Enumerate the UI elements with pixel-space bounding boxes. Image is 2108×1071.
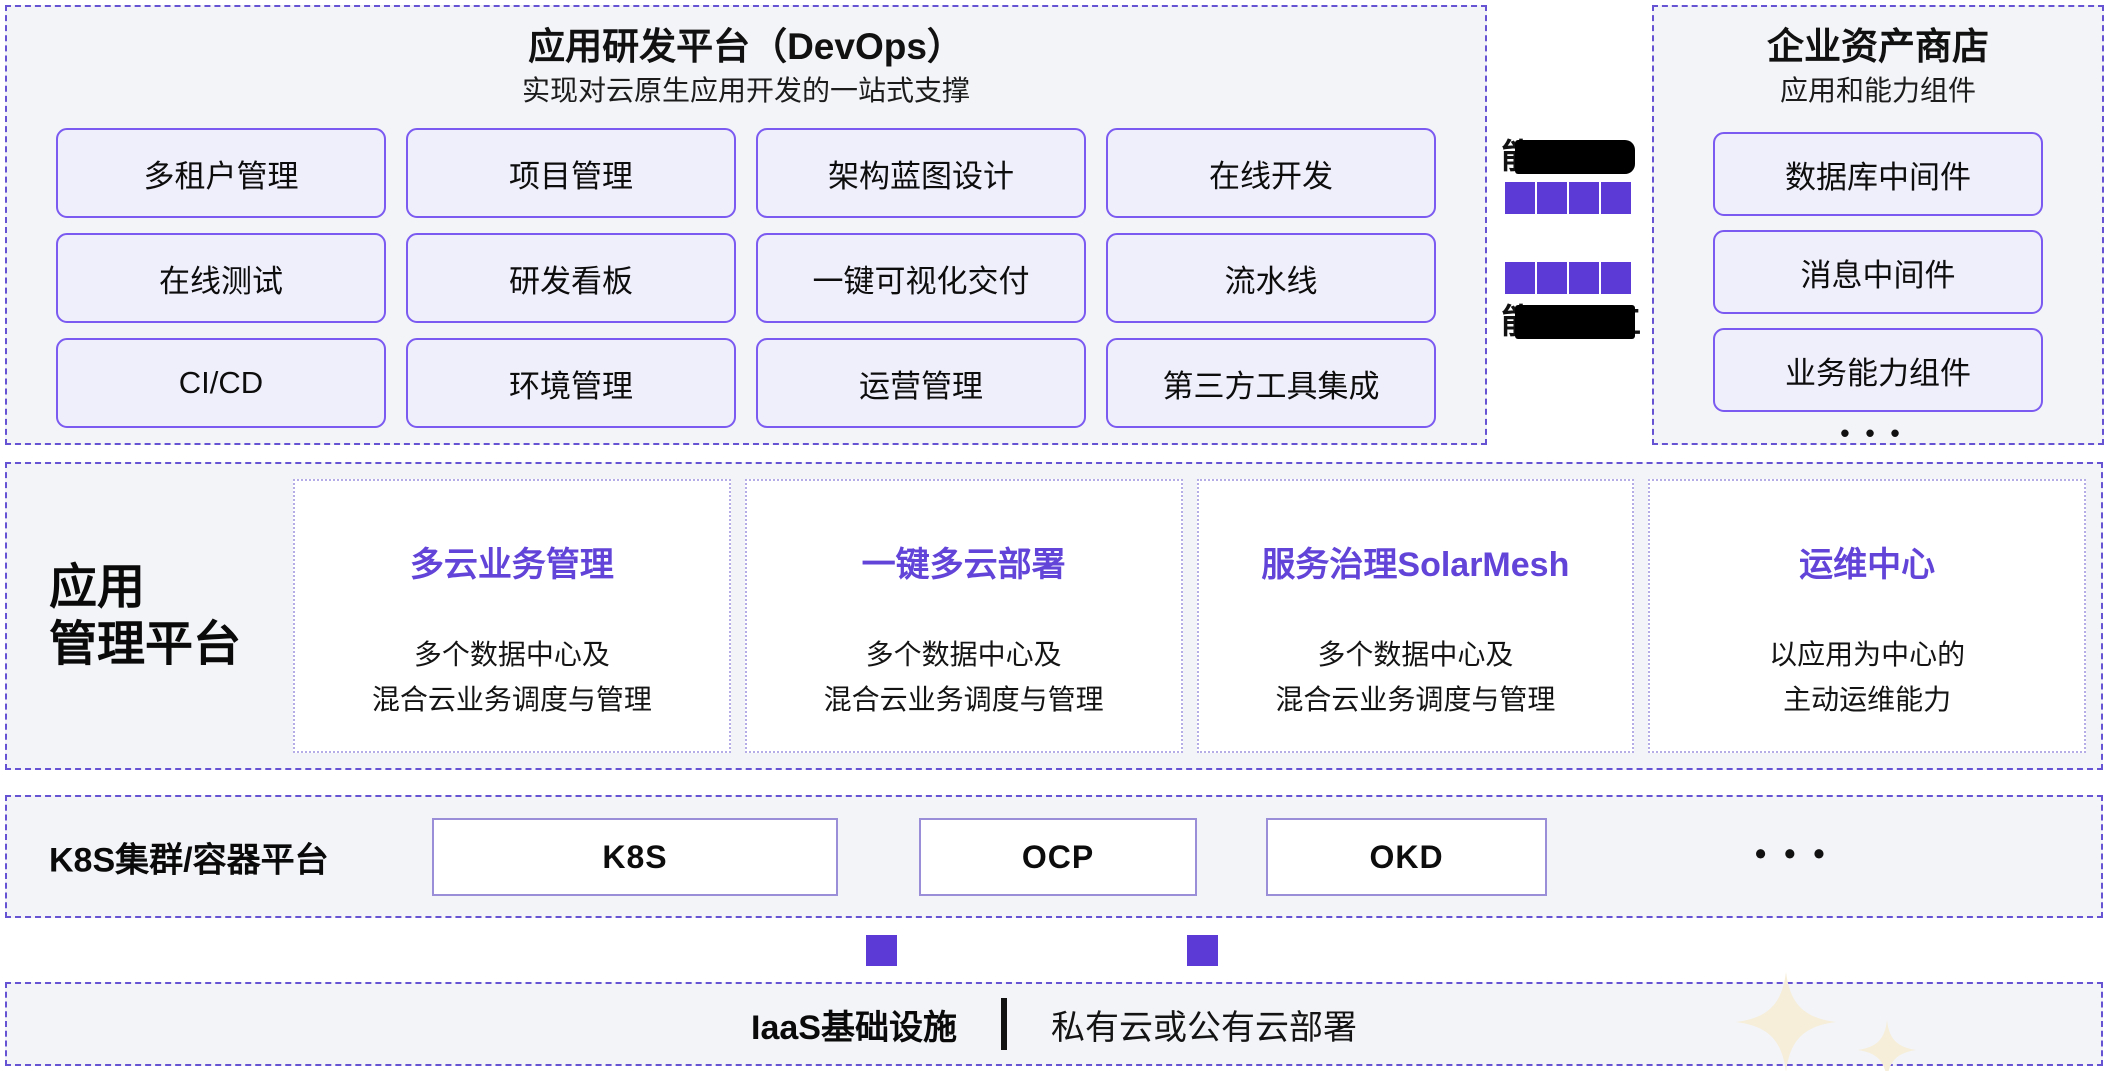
connector-square [1505,182,1535,214]
redaction-bar [1515,140,1635,174]
devops-module-grid: 多租户管理 项目管理 架构蓝图设计 在线开发 在线测试 研发看板 一键可视化交付… [56,128,1436,428]
card-description: 多个数据中心及 混合云业务调度与管理 [824,632,1104,722]
connector-square-row-top [1505,182,1631,214]
module-chip-visual-delivery: 一键可视化交付 [756,233,1086,323]
redaction-bar [1515,305,1635,339]
connector-square [1187,935,1218,966]
connector-square-row-bottom [1505,262,1631,294]
app-mgmt-label-line2: 管理平台 [49,618,242,671]
card-service-governance-solarmesh: 服务治理SolarMesh 多个数据中心及 混合云业务调度与管理 [1196,479,1635,753]
card-desc-line1: 以应用为中心的 [1769,639,1966,670]
connector-square [1537,262,1567,294]
app-mgmt-cards: 多云业务管理 多个数据中心及 混合云业务调度与管理 一键多云部署 多个数据中心及… [293,479,2086,753]
card-title: 一键多云部署 [861,546,1066,584]
card-desc-line1: 多个数据中心及 [1317,639,1514,670]
redacted-label-top: 能 [1501,139,1635,175]
module-chip-dev-kanban: 研发看板 [406,233,736,323]
card-desc-line1: 多个数据中心及 [413,639,610,670]
k8s-band-ellipsis: ••• [1755,835,1843,872]
asset-item-database-middleware: 数据库中间件 [1713,132,2043,216]
module-chip-env-mgmt: 环境管理 [406,338,736,428]
card-desc-line2: 混合云业务调度与管理 [371,684,652,715]
card-description: 多个数据中心及 混合云业务调度与管理 [372,632,652,722]
asset-item-message-middleware: 消息中间件 [1713,230,2043,314]
okd-box: OKD [1266,818,1547,896]
card-title: 服务治理SolarMesh [1261,546,1570,584]
module-chip-pipeline: 流水线 [1106,233,1436,323]
module-chip-thirdparty-tools: 第三方工具集成 [1106,338,1436,428]
card-multicloud-business-mgmt: 多云业务管理 多个数据中心及 混合云业务调度与管理 [293,479,731,753]
app-mgmt-label-line1: 应用 [49,561,146,614]
module-chip-project-mgmt: 项目管理 [406,128,736,218]
sparkle-decoration-icon [1736,972,1916,1071]
iaas-band: IaaS基础设施 私有云或公有云部署 [5,972,2103,1071]
module-chip-blueprint-design: 架构蓝图设计 [756,128,1086,218]
k8s-band-label: K8S集群/容器平台 [49,841,329,879]
asset-store-title: 企业资产商店 [1767,26,1989,67]
module-chip-online-dev: 在线开发 [1106,128,1436,218]
card-title: 运维中心 [1799,546,1936,584]
vertical-separator [1000,998,1007,1050]
connector-square [1569,182,1599,214]
connector-square [1569,262,1599,294]
module-chip-cicd: CI/CD [56,338,386,428]
devops-panel-subtitle: 实现对云原生应用开发的一站式支撑 [521,75,970,106]
connector-square [1601,262,1631,294]
asset-store-ellipsis: ••• [1840,418,1916,448]
card-desc-line2: 混合云业务调度与管理 [823,684,1104,715]
asset-item-business-capability: 业务能力组件 [1713,328,2043,412]
module-chip-online-test: 在线测试 [56,233,386,323]
card-one-click-multicloud-deploy: 一键多云部署 多个数据中心及 混合云业务调度与管理 [744,479,1183,753]
card-desc-line1: 多个数据中心及 [865,639,1062,670]
capability-connector-column: 能 能 工 [1487,5,1652,445]
connector-square [866,935,897,966]
asset-store-items: 数据库中间件 消息中间件 业务能力组件 [1713,132,2043,412]
devops-panel-title: 应用研发平台（DevOps） [528,26,964,67]
module-chip-ops-mgmt: 运营管理 [756,338,1086,428]
k8s-box: K8S [432,818,838,896]
ocp-box: OCP [919,818,1197,896]
redacted-label-bottom: 能 工 [1501,304,1641,340]
card-desc-line2: 混合云业务调度与管理 [1275,684,1556,715]
iaas-band-label: IaaS基础设施 [751,1008,957,1047]
card-desc-line2: 主动运维能力 [1783,684,1952,715]
card-ops-center: 运维中心 以应用为中心的 主动运维能力 [1648,479,2086,753]
connector-square [1601,182,1631,214]
devops-platform-panel: 应用研发平台（DevOps） 实现对云原生应用开发的一站式支撑 多租户管理 项目… [5,5,1487,445]
card-description: 多个数据中心及 混合云业务调度与管理 [1275,632,1555,722]
iaas-band-description: 私有云或公有云部署 [1050,1008,1357,1047]
k8s-band: K8S集群/容器平台 K8S OCP OKD ••• [5,795,2103,918]
connector-square [1537,182,1567,214]
card-title: 多云业务管理 [409,546,614,584]
app-mgmt-band: 应用 管理平台 多云业务管理 多个数据中心及 混合云业务调度与管理 一键多云部署… [5,462,2103,770]
connector-square [1505,262,1535,294]
app-mgmt-band-label: 应用 管理平台 [49,559,241,673]
asset-store-subtitle: 应用和能力组件 [1779,75,1976,106]
card-description: 以应用为中心的 主动运维能力 [1769,632,1965,722]
module-chip-multi-tenant: 多租户管理 [56,128,386,218]
asset-store-panel: 企业资产商店 应用和能力组件 数据库中间件 消息中间件 业务能力组件 ••• [1652,5,2104,448]
